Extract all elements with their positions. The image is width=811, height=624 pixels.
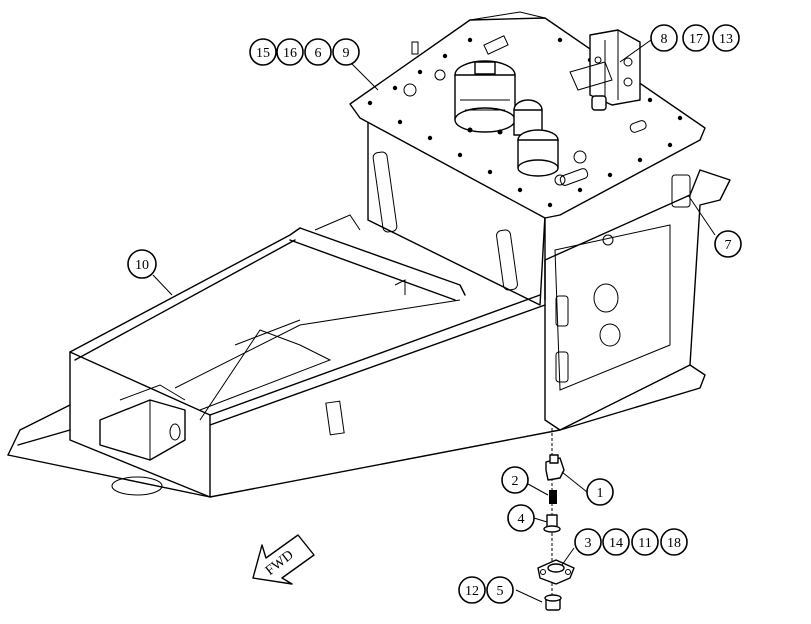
callout-16: 16: [276, 38, 304, 66]
forward-direction-arrow: FWD: [252, 534, 315, 585]
svg-text:14: 14: [609, 536, 623, 551]
callout-8: 8: [650, 24, 678, 52]
callout-13: 13: [712, 24, 740, 52]
drain-fitting-stack: [537, 428, 575, 611]
svg-text:4: 4: [518, 512, 525, 527]
leader-lines: [152, 39, 716, 603]
callout-10: 10: [127, 249, 157, 279]
svg-text:7: 7: [725, 238, 732, 253]
callout-15: 15: [249, 38, 277, 66]
svg-text:16: 16: [283, 46, 297, 61]
callout-3: 3: [574, 528, 602, 556]
svg-text:17: 17: [689, 32, 703, 47]
svg-text:8: 8: [661, 32, 668, 47]
svg-text:13: 13: [719, 32, 733, 47]
callout-14: 14: [602, 528, 630, 556]
callout-1: 1: [586, 478, 614, 506]
callout-9: 9: [332, 38, 360, 66]
callout-5: 5: [486, 576, 514, 604]
svg-text:5: 5: [497, 584, 504, 599]
svg-text:10: 10: [135, 258, 149, 273]
svg-text:2: 2: [512, 474, 519, 489]
svg-text:3: 3: [585, 536, 592, 551]
svg-text:12: 12: [465, 584, 479, 599]
svg-text:9: 9: [343, 46, 350, 61]
callout-11: 11: [631, 528, 659, 556]
callout-12: 12: [458, 576, 486, 604]
svg-text:15: 15: [256, 46, 270, 61]
callout-7: 7: [714, 230, 742, 258]
svg-text:1: 1: [597, 486, 604, 501]
svg-text:18: 18: [667, 536, 681, 551]
callout-6: 6: [304, 38, 332, 66]
callout-4: 4: [507, 504, 535, 532]
main-frame: [7, 111, 731, 498]
callout-17: 17: [682, 24, 710, 52]
svg-text:6: 6: [315, 46, 322, 61]
callout-18: 18: [660, 528, 688, 556]
svg-text:11: 11: [638, 536, 651, 551]
mounting-bracket: [569, 29, 641, 111]
callout-2: 2: [501, 466, 529, 494]
valve-assembly: [454, 60, 559, 177]
